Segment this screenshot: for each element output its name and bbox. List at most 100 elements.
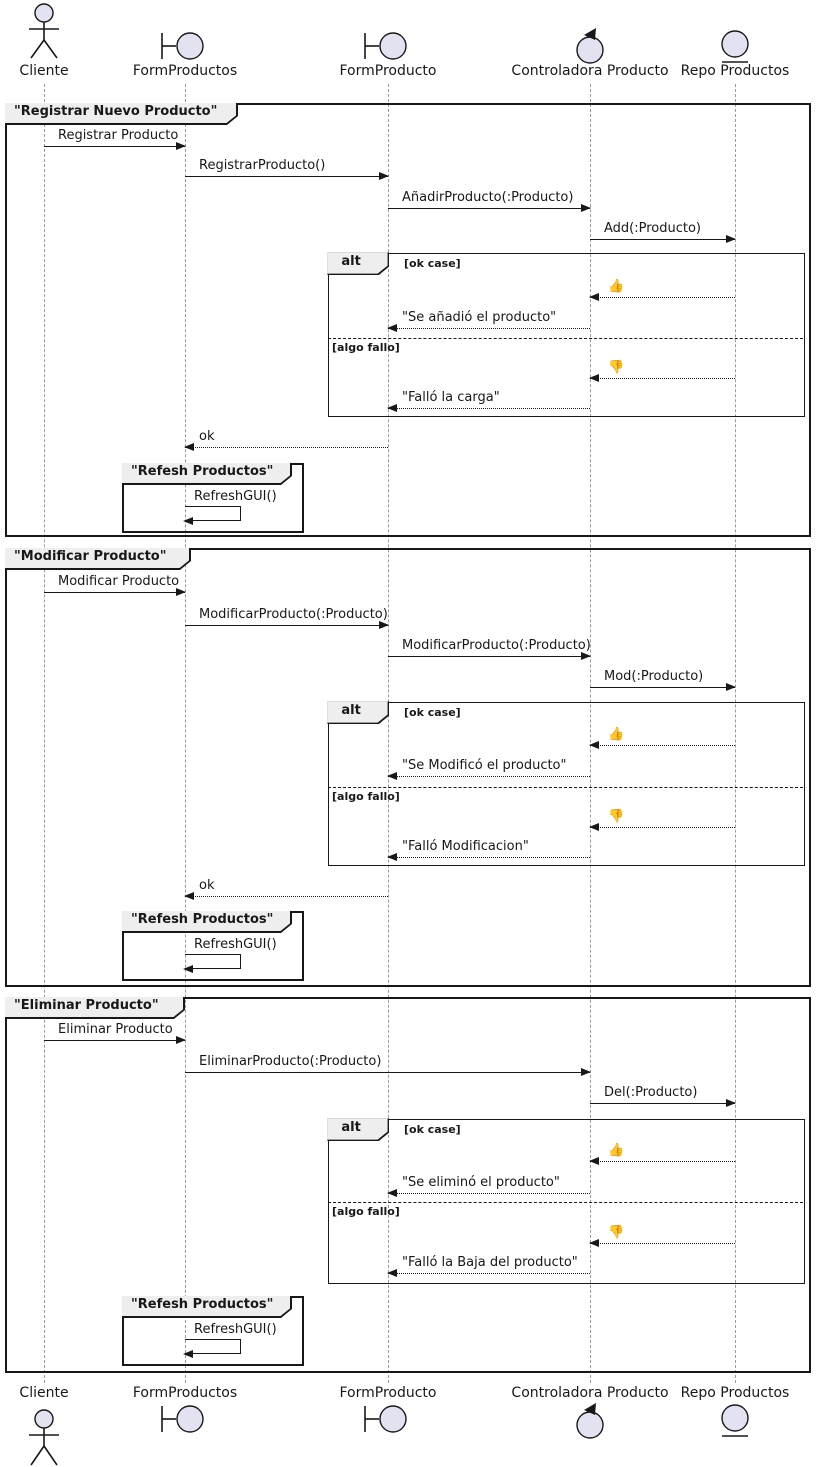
return-message: 👎: [589, 808, 735, 831]
participant-label-formproducto: FormProducto: [339, 1385, 437, 1401]
arrowhead-left-icon: [184, 443, 194, 451]
return-message: "Falló la Baja del producto": [387, 1254, 590, 1277]
participant-label-controladora: Controladora Producto: [511, 63, 669, 79]
arrowhead-left-icon: [589, 293, 599, 301]
guard-fail: [algo fallo]: [332, 1205, 400, 1218]
participant-label-repo: Repo Productos: [680, 63, 790, 79]
message: Add(:Producto): [590, 220, 736, 243]
arrowhead-left-icon: [184, 892, 194, 900]
lifeline-repo: [735, 84, 736, 1383]
return-message: "Falló Modificacion": [387, 838, 590, 861]
alt-label: alt: [327, 1118, 387, 1139]
message: Mod(:Producto): [590, 668, 736, 691]
message: EliminarProducto(:Producto): [185, 1053, 591, 1076]
arrowhead-right-icon: [581, 1068, 591, 1076]
arrowhead-left-icon: [387, 853, 397, 861]
control-icon: [576, 28, 604, 64]
thumbs-down-icon: 👎: [608, 360, 625, 375]
boundary-icon: [161, 1405, 204, 1433]
self-message-label: RefreshGUI(): [194, 489, 277, 504]
alt-fragment: alt: [328, 702, 805, 866]
arrowhead-right-icon: [176, 142, 186, 150]
frame-registrar: "Registrar Nuevo Producto": [5, 103, 811, 537]
arrowhead-right-icon: [176, 588, 186, 596]
arrowhead-right-icon: [581, 204, 591, 212]
self-message-arrow: [183, 954, 241, 973]
return-message: ok: [184, 428, 388, 451]
participant-label-formproducto: FormProducto: [339, 63, 437, 79]
boundary-icon: [161, 32, 204, 60]
alt-label: alt: [327, 701, 387, 722]
message: ModificarProducto(:Producto): [185, 606, 389, 629]
entity-icon: [721, 1404, 749, 1437]
guard-ok: [ok case]: [404, 706, 461, 719]
guard-ok: [ok case]: [404, 1123, 461, 1136]
lifeline-formproductos: [185, 84, 186, 1383]
frame-eliminar: "Eliminar Producto": [5, 997, 811, 1373]
participant-label-cliente: Cliente: [19, 63, 69, 79]
entity-icon: [721, 30, 749, 63]
arrowhead-left-icon: [589, 823, 599, 831]
arrowhead-left-icon: [387, 1189, 397, 1197]
return-message: 👍: [589, 1142, 735, 1165]
arrowhead-left-icon: [183, 1350, 193, 1358]
arrowhead-left-icon: [387, 772, 397, 780]
control-icon: [576, 1403, 604, 1439]
frame-title: "Refesh Productos": [122, 463, 290, 483]
arrowhead-right-icon: [726, 1099, 736, 1107]
participant-label-formproductos: FormProductos: [132, 1385, 238, 1401]
actor-icon: [29, 3, 59, 59]
self-message-label: RefreshGUI(): [194, 937, 277, 952]
guard-ok: [ok case]: [404, 257, 461, 270]
arrowhead-right-icon: [379, 621, 389, 629]
frame-title: "Modificar Producto": [5, 548, 189, 568]
arrowhead-left-icon: [183, 965, 193, 973]
arrowhead-left-icon: [387, 404, 397, 412]
message: ModificarProducto(:Producto): [388, 637, 591, 660]
return-message: 👎: [589, 359, 735, 382]
arrowhead-right-icon: [726, 683, 736, 691]
frame-refresh: "Refesh Productos": [122, 463, 304, 533]
arrowhead-right-icon: [581, 652, 591, 660]
arrowhead-left-icon: [589, 1157, 599, 1165]
lifeline-formproducto: [388, 84, 389, 1383]
return-message: "Falló la carga": [387, 389, 590, 412]
guard-fail: [algo fallo]: [332, 790, 400, 803]
return-message: ok: [184, 877, 388, 900]
thumbs-down-icon: 👎: [608, 1225, 625, 1240]
message: RegistrarProducto(): [185, 157, 389, 180]
arrowhead-right-icon: [176, 1036, 186, 1044]
participant-label-formproductos: FormProductos: [132, 63, 238, 79]
frame-title: "Registrar Nuevo Producto": [5, 103, 236, 123]
return-message: "Se Modificó el producto": [387, 757, 590, 780]
arrowhead-left-icon: [589, 374, 599, 382]
thumbs-up-icon: 👍: [608, 1143, 625, 1158]
arrowhead-right-icon: [379, 172, 389, 180]
boundary-icon: [364, 1405, 407, 1433]
alt-label: alt: [327, 252, 387, 273]
arrowhead-left-icon: [589, 1239, 599, 1247]
message: Registrar Producto: [44, 127, 186, 150]
boundary-icon: [364, 32, 407, 60]
thumbs-up-icon: 👍: [608, 279, 625, 294]
frame-title: "Eliminar Producto": [5, 997, 183, 1017]
return-message: "Se eliminó el producto": [387, 1174, 590, 1197]
self-message-arrow: [183, 506, 241, 525]
lifeline-controladora: [590, 84, 591, 1383]
return-message: 👍: [589, 726, 735, 749]
self-message-label: RefreshGUI(): [194, 1322, 277, 1337]
lifeline-cliente: [44, 84, 45, 1383]
alt-divider: [328, 1202, 803, 1203]
message: AñadirProducto(:Producto): [388, 189, 591, 212]
thumbs-up-icon: 👍: [608, 727, 625, 742]
frame-title: "Refesh Productos": [122, 911, 290, 931]
guard-fail: [algo fallo]: [332, 341, 400, 354]
participant-label-controladora: Controladora Producto: [511, 1385, 669, 1401]
alt-divider: [328, 787, 803, 788]
frame-refresh: "Refesh Productos": [122, 911, 304, 981]
thumbs-down-icon: 👎: [608, 809, 625, 824]
message: Del(:Producto): [590, 1084, 736, 1107]
alt-fragment: alt: [328, 1119, 805, 1284]
arrowhead-left-icon: [387, 324, 397, 332]
